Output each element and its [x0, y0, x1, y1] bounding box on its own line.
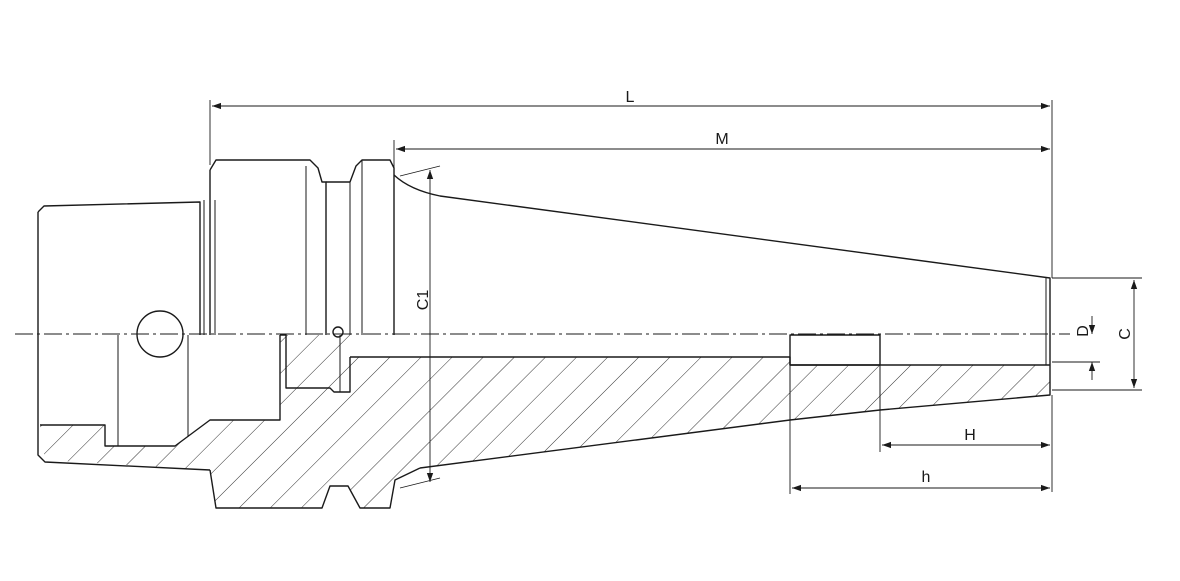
dimension-l: L	[209, 89, 1053, 278]
dimension-c: C	[1052, 277, 1142, 391]
dimension-h-upper: H	[879, 395, 1053, 492]
dimension-d-label: D	[1075, 325, 1092, 337]
dimension-l-label: L	[626, 89, 635, 106]
section-hatching	[40, 335, 1050, 508]
dimension-d: D	[1052, 316, 1100, 380]
dimension-h-lower-label: h	[922, 469, 931, 486]
holder-outline	[37, 159, 1051, 509]
dimension-m-label: M	[715, 131, 728, 148]
dimension-c-label: C	[1117, 328, 1134, 340]
dimension-m: M	[393, 131, 1050, 170]
dimension-c1-label: C1	[415, 290, 432, 311]
dimension-h-lower: h	[789, 420, 1050, 494]
dimension-h-upper-label: H	[964, 427, 976, 444]
dimension-c1: C1	[399, 165, 441, 489]
